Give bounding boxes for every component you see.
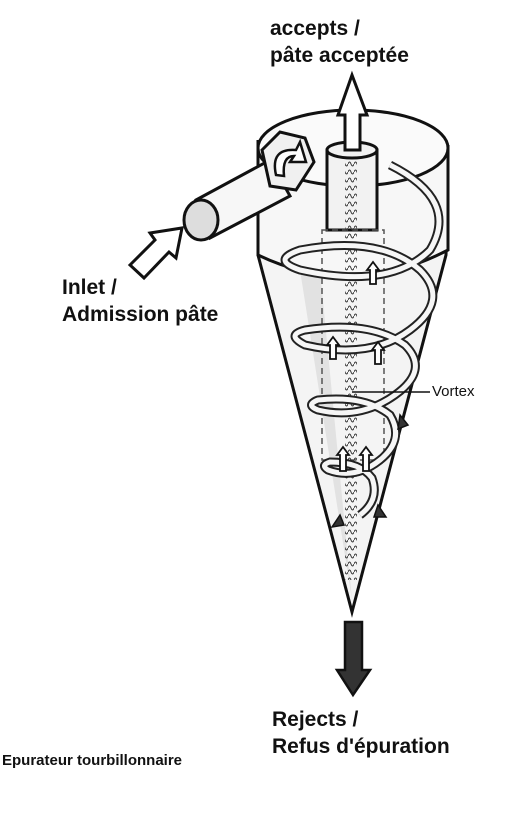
inlet-swirl-arrow (273, 138, 308, 178)
down-arrow-icon (334, 620, 373, 698)
wall-down-arrows (330, 413, 410, 529)
inlet-pipe-opening (182, 198, 220, 242)
inner-coil (345, 160, 357, 580)
inner-up-arrows (325, 260, 386, 472)
inlet-arrow-icon (127, 226, 184, 281)
figure-caption: Epurateur tourbillonnaire (2, 752, 183, 769)
rejects-label: Rejects / Refus d'épuration (272, 708, 450, 758)
accepts-label: accepts / pâte acceptée (270, 17, 409, 67)
vortex-label: Vortex (432, 383, 475, 400)
up-arrow-icon (335, 70, 370, 152)
inlet-label: Inlet / Admission pâte (62, 276, 219, 326)
